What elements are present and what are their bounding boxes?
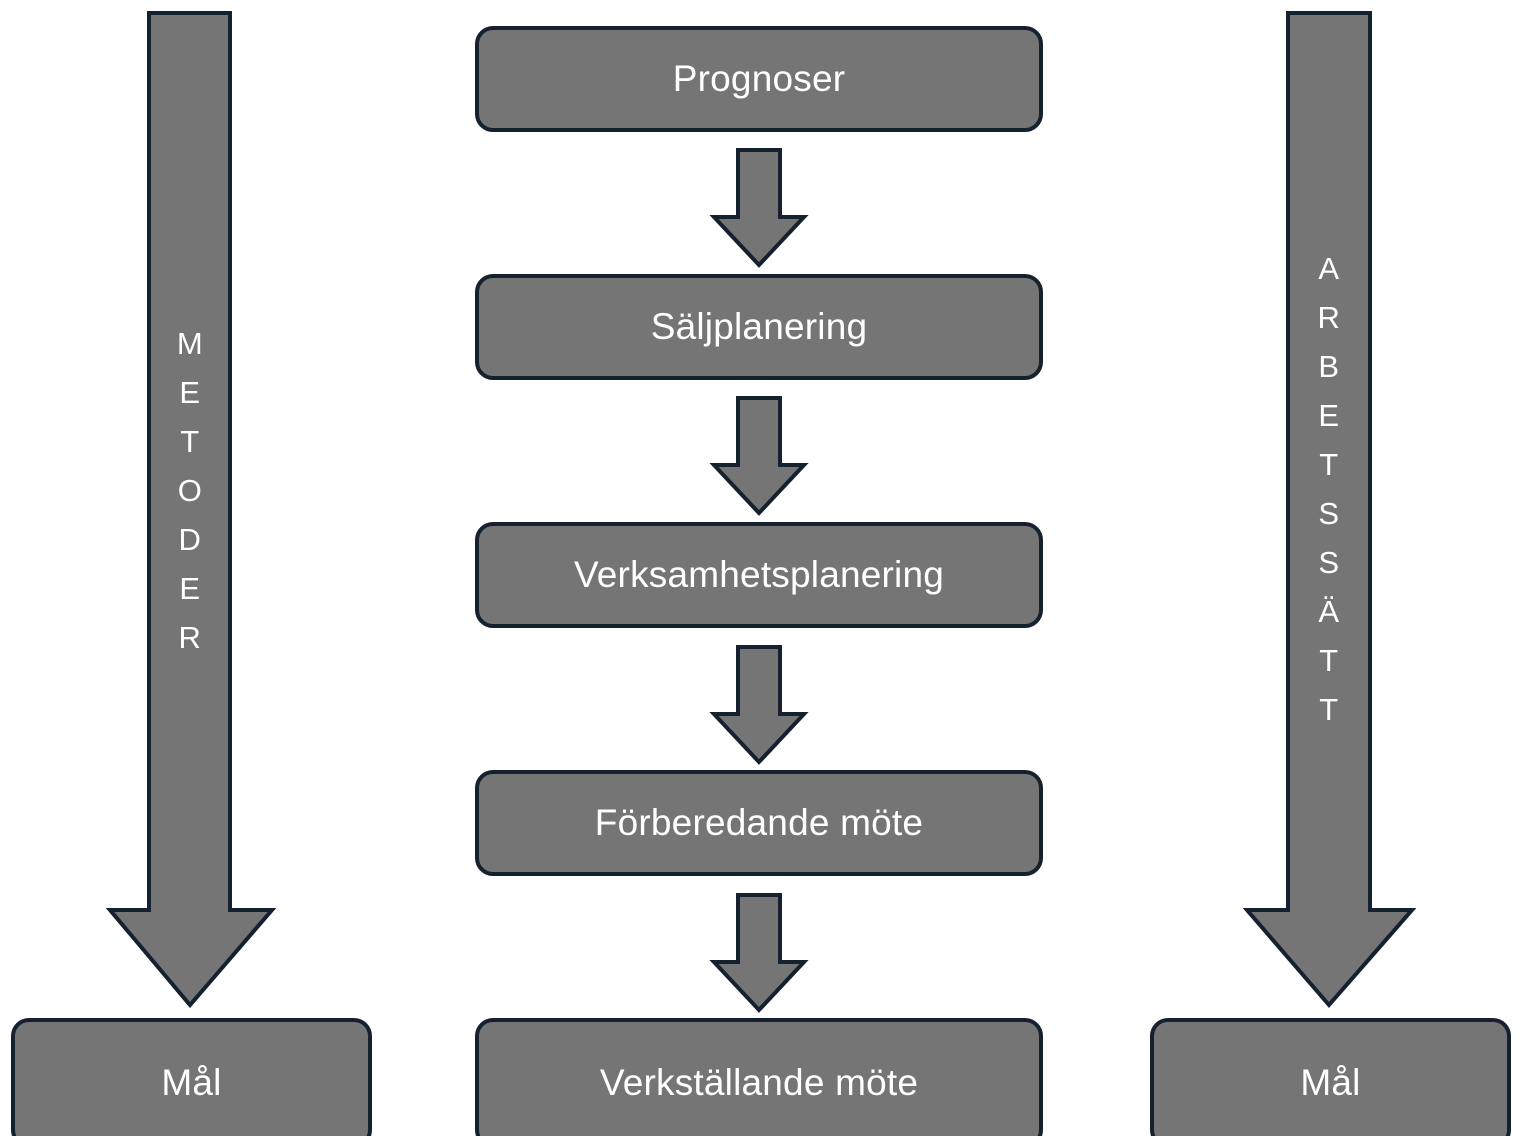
right-arrow-letter: T [1319, 691, 1339, 727]
connector-arrow-3 [709, 645, 809, 765]
right-long-arrow [1242, 11, 1417, 1009]
connector-arrow-2 [709, 396, 809, 516]
node-forberedande-mote[interactable]: Förberedande möte [475, 770, 1043, 876]
node-verksamhetsplanering[interactable]: Verksamhetsplanering [475, 522, 1043, 628]
right-arrow-letter: A [1318, 251, 1340, 286]
left-arrow-letter: E [179, 374, 201, 410]
left-goal-node[interactable]: Mål [11, 1018, 372, 1136]
connector-arrow-4 [709, 893, 809, 1013]
right-arrow-letter: R [1317, 299, 1341, 335]
right-arrow-letter: Ä [1318, 593, 1340, 629]
node-prognoser[interactable]: Prognoser [475, 26, 1043, 132]
node-saljplanering[interactable]: Säljplanering [475, 274, 1043, 380]
left-arrow-letter: O [177, 472, 203, 508]
left-arrow-letter: M [176, 326, 204, 361]
left-arrow-letter: D [178, 521, 202, 557]
connector-arrow-1 [709, 148, 809, 268]
left-arrow-letter: E [179, 570, 201, 606]
right-arrow-letter: B [1318, 348, 1340, 384]
left-long-arrow [105, 11, 277, 1009]
right-arrow-label: A R B E T S S Ä T T [1288, 245, 1370, 735]
right-arrow-letter: E [1318, 397, 1340, 433]
node-verkstallande-mote[interactable]: Verkställande möte [475, 1018, 1043, 1136]
right-arrow-letter: S [1318, 544, 1340, 580]
left-arrow-letter: R [178, 619, 202, 655]
right-arrow-letter: T [1319, 642, 1339, 678]
left-arrow-label: M E T O D E R [149, 320, 231, 663]
left-arrow-letter: T [180, 423, 200, 459]
right-arrow-letter: T [1319, 446, 1339, 482]
right-goal-node[interactable]: Mål [1150, 1018, 1511, 1136]
right-arrow-letter: S [1318, 495, 1340, 531]
